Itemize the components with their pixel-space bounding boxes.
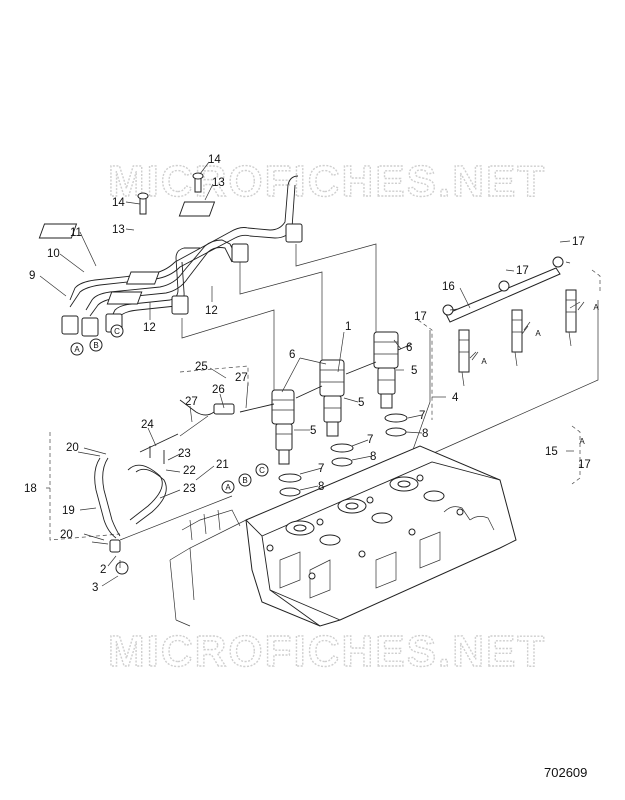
callout-8-left: 8 <box>318 481 324 493</box>
callout-25: 25 <box>195 361 208 373</box>
marker-a-legend: A <box>579 437 585 446</box>
callout-17-middle: 17 <box>516 265 529 277</box>
callout-27-left: 27 <box>185 396 198 408</box>
callout-4: 4 <box>452 392 459 404</box>
drawing-number: 702609 <box>544 765 587 780</box>
callout-12-left: 12 <box>143 322 156 334</box>
clamp-bolt-14-left <box>139 197 147 215</box>
circle-markers: A B C A B C A A A A <box>70 303 599 494</box>
callout-14-top: 14 <box>208 154 221 166</box>
callout-19: 19 <box>62 505 75 517</box>
glow-plugs <box>399 256 601 469</box>
callout-14-left: 14 <box>112 197 125 209</box>
callout-8-right: 8 <box>422 428 428 440</box>
marker-a-glow-3: A <box>593 303 599 312</box>
callout-8-middle: 8 <box>370 451 376 463</box>
marker-a-pipe: A <box>74 345 80 354</box>
callout-7-left: 7 <box>318 463 324 475</box>
fuel-return-hoses <box>49 365 249 575</box>
callout-9: 9 <box>29 270 35 282</box>
marker-a-glow-2: A <box>535 329 541 338</box>
injection-pipes <box>38 172 377 398</box>
callout-12-right: 12 <box>205 305 218 317</box>
clamp-bolt-14-right <box>194 177 202 193</box>
pipe-nut-1 <box>171 295 189 315</box>
callout-21: 21 <box>216 459 229 471</box>
pipe-nut-2 <box>231 243 249 263</box>
callout-2: 2 <box>100 564 106 576</box>
callout-10: 10 <box>47 248 60 260</box>
pipe-nut-b <box>81 317 99 337</box>
injector-3 <box>373 331 408 437</box>
leader-lines <box>39 161 581 587</box>
callout-11: 11 <box>70 227 82 239</box>
callout-3: 3 <box>92 582 98 594</box>
callout-22: 22 <box>183 465 196 477</box>
callout-27-right: 27 <box>235 372 248 384</box>
callout-5-left: 5 <box>310 425 316 437</box>
callout-7-middle: 7 <box>367 434 373 446</box>
marker-a-glow-1: A <box>481 357 487 366</box>
legend-bracket-15 <box>571 425 581 485</box>
watermark-bottom: MICROFICHES.NET <box>108 627 546 676</box>
callout-26: 26 <box>212 384 225 396</box>
callout-17-left: 17 <box>414 311 427 323</box>
callout-24: 24 <box>141 419 154 431</box>
callout-5-right: 5 <box>411 365 417 377</box>
callout-18: 18 <box>24 483 37 495</box>
cylinder-head <box>169 445 517 627</box>
marker-c-pipe: C <box>114 327 120 336</box>
pipe-nut-a <box>61 315 79 335</box>
marker-a-head: A <box>225 483 231 492</box>
callout-6-right: 6 <box>406 342 412 354</box>
callout-5-middle: 5 <box>358 397 364 409</box>
pipe-nut-3 <box>285 223 303 243</box>
marker-b-pipe: B <box>93 341 98 350</box>
marker-c-head: C <box>259 466 265 475</box>
callout-13-top: 13 <box>212 177 225 189</box>
callout-17-legend: 17 <box>578 459 591 471</box>
injector-1 <box>271 389 302 497</box>
callout-1: 1 <box>345 321 351 333</box>
callout-6-left: 6 <box>289 349 295 361</box>
injectors <box>239 331 413 497</box>
callout-16: 16 <box>442 281 455 293</box>
callout-13-left: 13 <box>112 224 125 236</box>
callout-20-top: 20 <box>66 442 79 454</box>
pipe-clamp-12-right <box>125 271 160 285</box>
pipe-clamp-13-right <box>178 201 216 217</box>
callout-23-top: 23 <box>178 448 191 460</box>
callout-numbers: 14 13 14 13 11 10 9 12 12 1 6 6 5 5 5 7 … <box>24 154 591 594</box>
watermark-top: MICROFICHES.NET <box>108 157 546 206</box>
callout-7-right: 7 <box>419 410 425 422</box>
callout-23-bottom: 23 <box>183 483 196 495</box>
pipe-clamp-12-left <box>106 291 143 305</box>
glow-plug-connector-16 <box>445 267 561 323</box>
callout-17-top: 17 <box>572 236 585 248</box>
marker-b-head: B <box>242 476 247 485</box>
callout-20-bottom: 20 <box>60 529 73 541</box>
pipe-clamp-13 <box>38 223 78 239</box>
callout-15: 15 <box>545 446 558 458</box>
injector-2 <box>319 359 354 467</box>
